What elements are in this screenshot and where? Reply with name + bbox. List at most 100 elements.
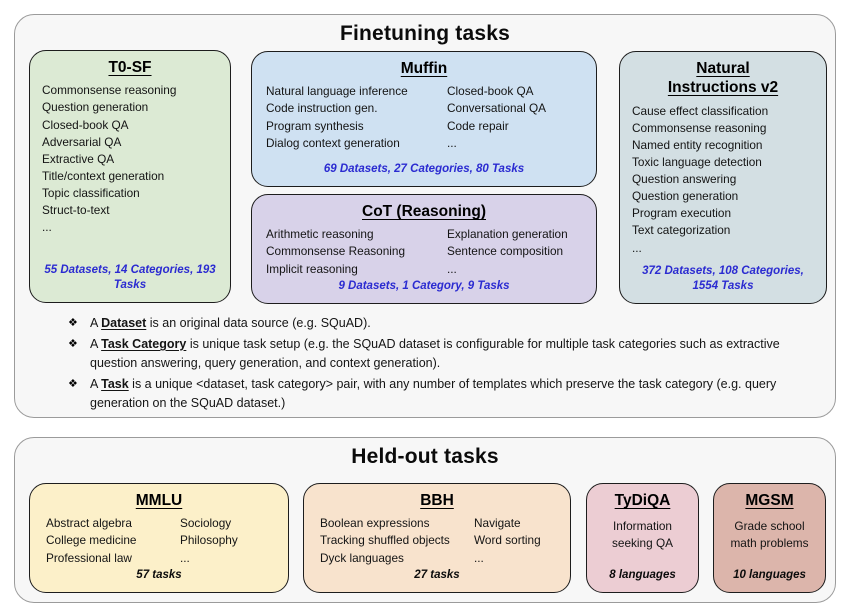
muffin-stats: 69 Datasets, 27 Categories, 80 Tasks <box>252 162 596 178</box>
task-item: Commonsense Reasoning <box>266 244 406 259</box>
note-term: Task Category <box>101 337 187 351</box>
task-item: Title/context generation <box>42 168 165 183</box>
task-item: Implicit reasoning <box>266 261 358 276</box>
tydiqa-stats: 8 languages <box>609 569 676 582</box>
task-item: Philosophy <box>180 533 238 548</box>
note-rest: is an original data source (e.g. SQuAD). <box>146 316 371 330</box>
cot-title: CoT (Reasoning) <box>362 203 486 220</box>
cot-stats-text: 9 Datasets, 1 Category, 9 Tasks <box>338 280 510 293</box>
task-item: College medicine <box>46 533 137 548</box>
note-lead: A <box>90 337 102 351</box>
muffin-task-list-col2: Closed-book QA Conversational QA Code repa… <box>447 83 596 151</box>
task-item: Question generation <box>632 189 739 204</box>
muffin-title: Muffin <box>400 60 448 77</box>
task-item: Code repair <box>447 118 509 133</box>
task-item: Closed-book QA <box>42 117 129 132</box>
niv2-stats: 372 Datasets, 108 Categories, 1554 Tasks <box>620 264 826 295</box>
niv2-title: Natural Instructions v2 <box>667 60 779 97</box>
task-item: Abstract algebra <box>46 516 132 531</box>
task-item: ... <box>447 261 457 276</box>
task-item: Commonsense reasoning <box>632 120 767 135</box>
task-item: Conversational QA <box>447 101 547 116</box>
task-item: Professional law <box>46 550 132 565</box>
diamond-bullet-icon: ❖ <box>68 378 78 390</box>
muffin-stats-text: 69 Datasets, 27 Categories, 80 Tasks <box>323 163 525 176</box>
task-item: Explanation generation <box>447 227 568 242</box>
task-item: Word sorting <box>474 533 541 548</box>
note-task-category: ❖ A Task Category is unique task setup (… <box>55 335 817 373</box>
t0sf-title: T0-SF <box>108 59 152 76</box>
t0sf-stats: 55 Datasets, 14 Categories, 193 Tasks <box>30 263 230 294</box>
note-term: Dataset <box>101 316 147 330</box>
t0sf-stats-text: 55 Datasets, 14 Categories, 193 Tasks <box>44 263 216 292</box>
task-item: Tracking shuffled objects <box>320 533 450 548</box>
task-item: Natural language inference <box>266 84 408 99</box>
mmlu-stats: 57 tasks <box>136 569 182 582</box>
task-item: Struct-to-text <box>42 203 110 218</box>
cot-stats: 9 Datasets, 1 Category, 9 Tasks <box>252 279 596 295</box>
finetuning-panel: Finetuning tasks T0-SF Commonsense reaso… <box>14 14 836 418</box>
task-item: Sociology <box>180 516 232 531</box>
task-item: Question generation <box>42 100 149 115</box>
task-item: Text categorization <box>632 223 731 238</box>
note-text: A Task is a unique <dataset, task catego… <box>90 375 817 413</box>
mgsm-description: Grade school math problems <box>730 519 809 550</box>
note-task: ❖ A Task is a unique <dataset, task cate… <box>55 375 817 413</box>
task-item: Program synthesis <box>266 118 364 133</box>
finetuning-title: Finetuning tasks <box>339 22 511 45</box>
note-lead: A <box>90 316 102 330</box>
task-item: ... <box>180 550 190 565</box>
mgsm-title: MGSM <box>745 492 794 509</box>
bbh-title: BBH <box>420 492 454 509</box>
task-item: Cause effect classification <box>632 103 769 118</box>
note-text: A Dataset is an original data source (e.… <box>90 314 817 333</box>
natural-instructions-v2-box: Natural Instructions v2 Cause effect cla… <box>619 51 827 304</box>
task-item: Commonsense reasoning <box>42 83 177 98</box>
niv2-stats-text: 372 Datasets, 108 Categories, 1554 Tasks <box>642 264 804 293</box>
task-item: ... <box>447 135 457 150</box>
bbh-stats: 27 tasks <box>414 569 460 582</box>
task-item: Dyck languages <box>320 550 404 565</box>
task-item: Sentence composition <box>447 244 564 259</box>
task-item: Named entity recognition <box>632 137 763 152</box>
mmlu-title: MMLU <box>135 492 183 509</box>
task-item: Dialog context generation <box>266 135 400 150</box>
task-item: Navigate <box>474 516 521 531</box>
tydiqa-box: TyDiQA Information seeking QA 8 language… <box>586 483 699 593</box>
task-item: Toxic language detection <box>632 155 762 170</box>
task-item: Code instruction gen. <box>266 101 378 116</box>
task-item: Topic classification <box>42 185 140 200</box>
note-term: Task <box>101 377 129 391</box>
mgsm-box: MGSM Grade school math problems 10 langu… <box>713 483 826 593</box>
note-dataset: ❖ A Dataset is an original data source (… <box>55 314 817 333</box>
task-item: Boolean expressions <box>320 516 430 531</box>
task-item: Closed-book QA <box>447 84 534 99</box>
note-text: A Task Category is unique task setup (e.… <box>90 335 817 373</box>
task-item: Extractive QA <box>42 151 115 166</box>
task-item: ... <box>474 550 484 565</box>
task-item: Question answering <box>632 172 737 187</box>
diamond-bullet-icon: ❖ <box>68 338 78 350</box>
task-item: Adversarial QA <box>42 134 122 149</box>
task-item: ... <box>632 240 642 255</box>
heldout-title: Held-out tasks <box>351 445 499 468</box>
task-item: Arithmetic reasoning <box>266 227 374 242</box>
task-item: Program execution <box>632 206 732 221</box>
tydiqa-description: Information seeking QA <box>612 519 673 550</box>
definitions-notes: ❖ A Dataset is an original data source (… <box>55 314 817 415</box>
